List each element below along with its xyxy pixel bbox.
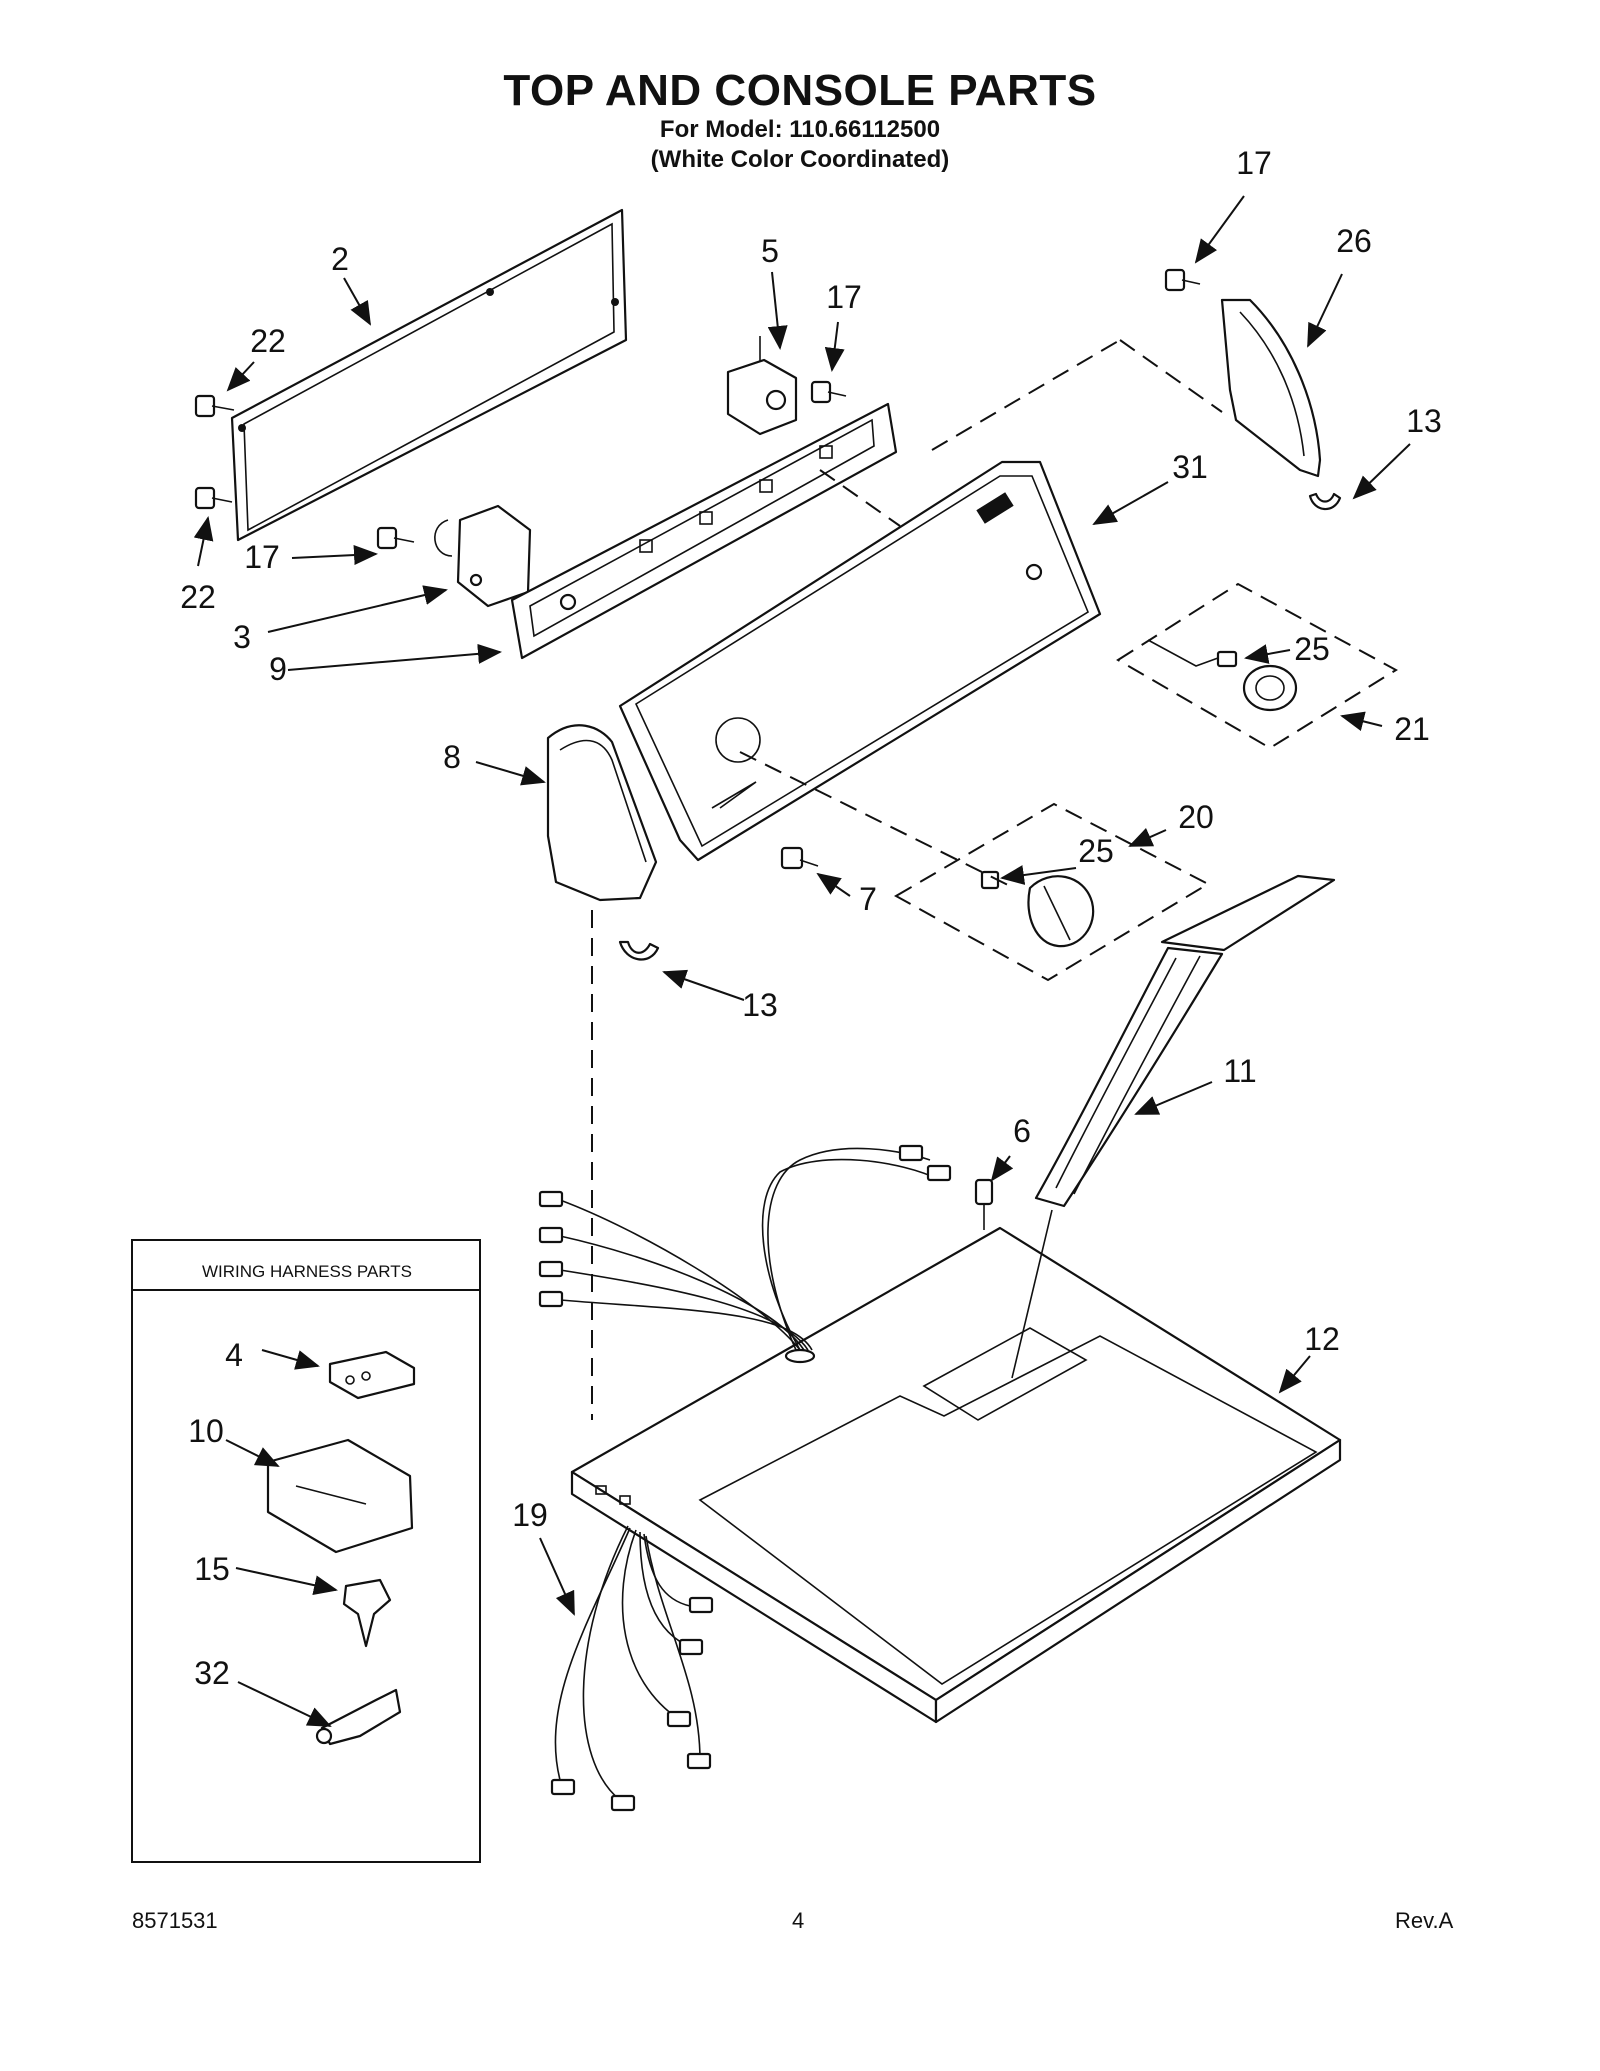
callout-2: 2 <box>331 241 349 277</box>
part-8-left-end-cap <box>546 724 658 902</box>
callout-21: 21 <box>1394 711 1430 747</box>
callout-6: 6 <box>1013 1113 1031 1149</box>
group-21-knob-kit <box>1116 582 1398 750</box>
callout-25-upper: 25 <box>1294 631 1330 667</box>
page-title: TOP AND CONSOLE PARTS <box>503 66 1097 115</box>
part-2-rear-panel <box>230 208 628 542</box>
screw-17-middle <box>810 380 847 404</box>
screw-22-top <box>194 394 235 418</box>
callout-10: 10 <box>188 1413 224 1449</box>
screw-22-bottom <box>194 486 233 510</box>
page-number: 4 <box>792 1908 805 1933</box>
screw-7 <box>780 846 819 870</box>
callout-12: 12 <box>1304 1321 1340 1357</box>
callout-15: 15 <box>194 1551 230 1587</box>
document-number: 8571531 <box>132 1908 218 1933</box>
callout-17-left: 17 <box>244 539 280 575</box>
callout-20: 20 <box>1178 799 1214 835</box>
callout-22-bottom: 22 <box>180 579 216 615</box>
part-5-timer <box>726 336 798 436</box>
callout-4: 4 <box>225 1337 243 1373</box>
callout-19: 19 <box>512 1497 548 1533</box>
part-9-console-bracket <box>510 402 898 660</box>
callout-labels: 2 22 22 17 3 9 5 17 17 26 13 31 25 21 8 … <box>180 145 1442 1691</box>
callout-5: 5 <box>761 233 779 269</box>
callout-22-top: 22 <box>250 323 286 359</box>
revision-label: Rev.A <box>1395 1908 1454 1933</box>
group-20-knob-kit <box>893 802 1211 982</box>
wiring-harness-parts-inset <box>131 1239 481 1863</box>
callout-25-lower: 25 <box>1078 833 1114 869</box>
callout-3: 3 <box>233 619 251 655</box>
screw-17-left <box>376 526 415 550</box>
part-26-right-end-cap <box>1220 298 1322 478</box>
inset-title: WIRING HARNESS PARTS <box>201 1262 412 1281</box>
callout-17-middle: 17 <box>826 279 862 315</box>
callout-13-left: 13 <box>742 987 778 1023</box>
screw-17-right <box>1164 268 1201 292</box>
color-description: (White Color Coordinated) <box>650 146 950 173</box>
callout-17-right: 17 <box>1236 145 1272 181</box>
callout-8: 8 <box>443 739 461 775</box>
part-31-control-console <box>618 460 1102 862</box>
screw-6 <box>974 1178 994 1230</box>
callout-32: 32 <box>194 1655 230 1691</box>
callout-13-right: 13 <box>1406 403 1442 439</box>
callout-7: 7 <box>859 881 877 917</box>
callout-26: 26 <box>1336 223 1372 259</box>
callout-9: 9 <box>269 651 287 687</box>
part-13-clip-right <box>1308 492 1342 511</box>
callout-31: 31 <box>1172 449 1208 485</box>
callout-11: 11 <box>1223 1053 1256 1089</box>
part-11-lint-screen <box>1034 874 1336 1208</box>
part-19-wiring-harness <box>550 1525 714 1812</box>
model-number: For Model: 110.66112500 <box>659 116 941 143</box>
part-12-top-panel <box>570 1226 1342 1724</box>
wiring-harness-upper <box>538 1144 952 1351</box>
part-3-switch <box>434 504 532 608</box>
part-13-clip-left <box>618 940 660 961</box>
